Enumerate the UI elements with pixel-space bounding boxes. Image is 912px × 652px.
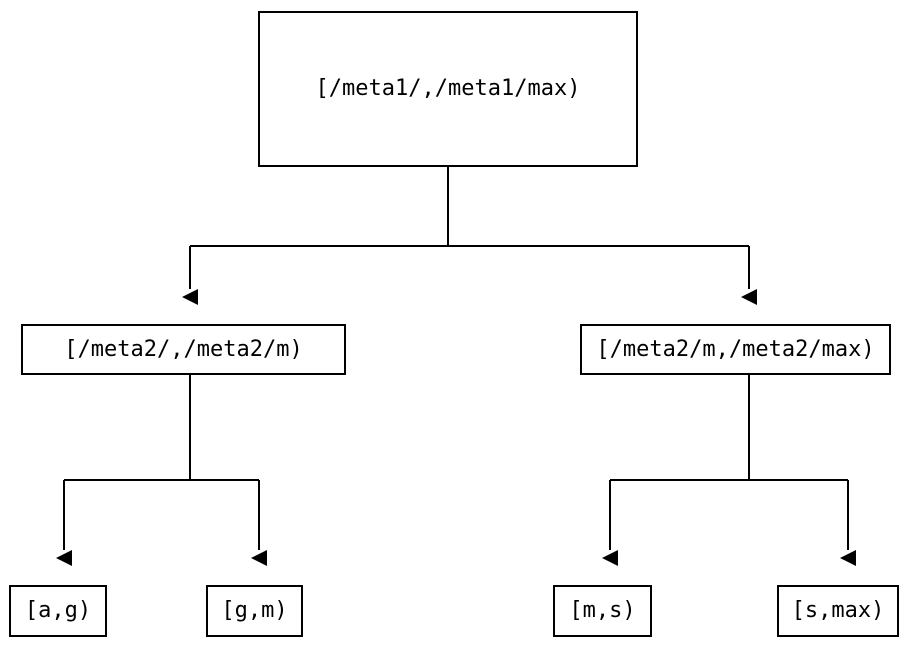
node-leaf-smax-label: [s,max) xyxy=(791,598,885,623)
node-mid-left[interactable]: [/meta2/,/meta2/m) xyxy=(21,324,346,375)
node-leaf-ms[interactable]: [m,s) xyxy=(553,585,652,637)
node-leaf-smax[interactable]: [s,max) xyxy=(777,585,899,637)
node-leaf-ag[interactable]: [a,g) xyxy=(9,585,107,637)
node-leaf-ag-label: [a,g) xyxy=(24,598,92,623)
node-mid-right[interactable]: [/meta2/m,/meta2/max) xyxy=(580,324,891,375)
node-leaf-ms-label: [m,s) xyxy=(569,598,636,623)
node-mid-right-label: [/meta2/m,/meta2/max) xyxy=(596,336,875,362)
node-leaf-gm-label: [g,m) xyxy=(221,598,288,623)
node-root-label: [/meta1/,/meta1/max) xyxy=(315,76,581,101)
node-leaf-gm[interactable]: [g,m) xyxy=(206,585,303,637)
node-mid-left-label: [/meta2/,/meta2/m) xyxy=(64,336,303,362)
node-root[interactable]: [/meta1/,/meta1/max) xyxy=(258,11,638,167)
